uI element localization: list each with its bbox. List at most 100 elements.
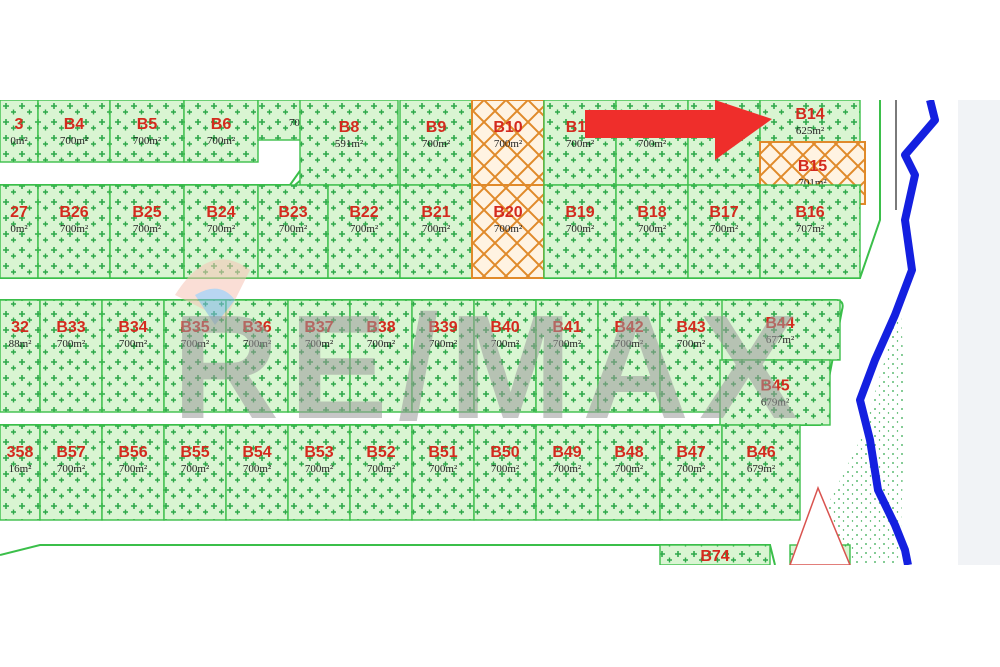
lot-code-label: B48: [614, 444, 643, 461]
lot-parcel: [37, 184, 111, 279]
lot: B16 707m²: [759, 184, 861, 279]
lot-parcel: [615, 184, 689, 279]
lot-parcel: [109, 100, 185, 163]
lot-area-label: 679m²: [761, 397, 790, 409]
lot-parcel: [659, 544, 771, 565]
lot-parcel: [535, 299, 599, 413]
lot-area-label: 707m²: [796, 223, 825, 235]
lot-parcel: [721, 424, 801, 521]
lot-code-label: B24: [206, 204, 235, 221]
lot-code-label: B47: [676, 444, 705, 461]
lot-parcel: [225, 299, 289, 413]
lot-parcel: [659, 424, 723, 521]
lot-parcel: [349, 299, 413, 413]
lot-area-label: 700m²: [566, 138, 595, 150]
lot-code-label: B18: [637, 204, 666, 221]
lot-area-label: 700m²: [677, 463, 706, 475]
river: [856, 100, 939, 565]
watermark-text: RE/MAX: [172, 285, 808, 450]
lot-code-label: B14: [795, 106, 824, 123]
lot-area-label: 0m²: [10, 135, 28, 147]
lot-area-label: 679m²: [747, 463, 776, 475]
lot: B25 700m²: [109, 184, 185, 279]
lot-code-label: B15: [798, 158, 827, 175]
lot-parcel: [543, 184, 617, 279]
lot-code-label: B6: [211, 116, 232, 133]
lot-area-label: 700m²: [491, 463, 520, 475]
lot-parcel: [399, 100, 473, 186]
lot-code-label: B16: [795, 204, 824, 221]
lot-area-label: 700m²: [429, 463, 458, 475]
lot-area-label: 700m²: [638, 223, 667, 235]
lot-area-label: 700m²: [181, 463, 210, 475]
lot-area-label: 700m²: [491, 338, 520, 350]
lot-code-label: B74: [700, 548, 729, 565]
lot-code-label: B45: [760, 378, 789, 395]
lot-code-label: B51: [428, 444, 457, 461]
lot-code-label: B20: [493, 204, 522, 221]
lot-parcel: [101, 424, 165, 521]
lot-code-label: B25: [132, 204, 161, 221]
lot: B45 679m²: [719, 359, 831, 426]
lot-area-label: 700m²: [367, 338, 396, 350]
lot: B51 700m²: [411, 424, 475, 521]
lot-code-label: B43: [676, 319, 705, 336]
lot-area-label: 16m²: [9, 463, 33, 475]
lot: B4 700m²: [37, 100, 111, 163]
lot-code-label: B50: [490, 444, 519, 461]
lot-code-label: 32: [11, 319, 29, 336]
lot-code-label: B42: [614, 319, 643, 336]
lot-area-label: 700m²: [494, 138, 523, 150]
lot-area-label: 700m²: [60, 135, 89, 147]
lot-area-label: 700m²: [422, 138, 451, 150]
lot-area-label: 700m²: [553, 463, 582, 475]
lot-code-label: 27: [10, 204, 28, 221]
lot-code-label: 358: [7, 444, 34, 461]
lot-code-label: B4: [64, 116, 85, 133]
lot-code-label: 3: [15, 116, 24, 133]
lot-code-label: B55: [180, 444, 209, 461]
lot-parcel: [349, 424, 413, 521]
lot: B47 700m²: [659, 424, 723, 521]
lot-code-label: B56: [118, 444, 147, 461]
lot-parcel: [0, 424, 41, 521]
lot-area-label: 700m²: [133, 135, 162, 147]
lot-area-label: 700m²: [422, 223, 451, 235]
lot-code-label: B9: [426, 119, 447, 136]
lot-area-label: 700m²: [279, 223, 308, 235]
lot-code-label: B21: [421, 204, 450, 221]
lot: B57 700m²: [39, 424, 103, 521]
lot-parcel: [0, 299, 41, 413]
lot-area-label: 700m²: [57, 463, 86, 475]
lot-parcel: [597, 424, 661, 521]
lot-code-label: B52: [366, 444, 395, 461]
lot-area-label: 700m²: [133, 223, 162, 235]
lot-area-label: 700m²: [566, 223, 595, 235]
lot-parcel: [535, 424, 599, 521]
lot: B74: [659, 544, 771, 565]
lot-code-label: B54: [242, 444, 271, 461]
lot-parcel: [225, 424, 289, 521]
lot-area-label: 0m²: [10, 223, 28, 235]
lot-code-label: B57: [56, 444, 85, 461]
lot-parcel: [411, 299, 475, 413]
subdivision-plan-map: 30m²B4700m²B5700m²B6700m²709m²B8591m²B97…: [0, 100, 1000, 565]
lot-code-label: B36: [242, 319, 271, 336]
lot-area-label: 625m²: [796, 125, 825, 137]
